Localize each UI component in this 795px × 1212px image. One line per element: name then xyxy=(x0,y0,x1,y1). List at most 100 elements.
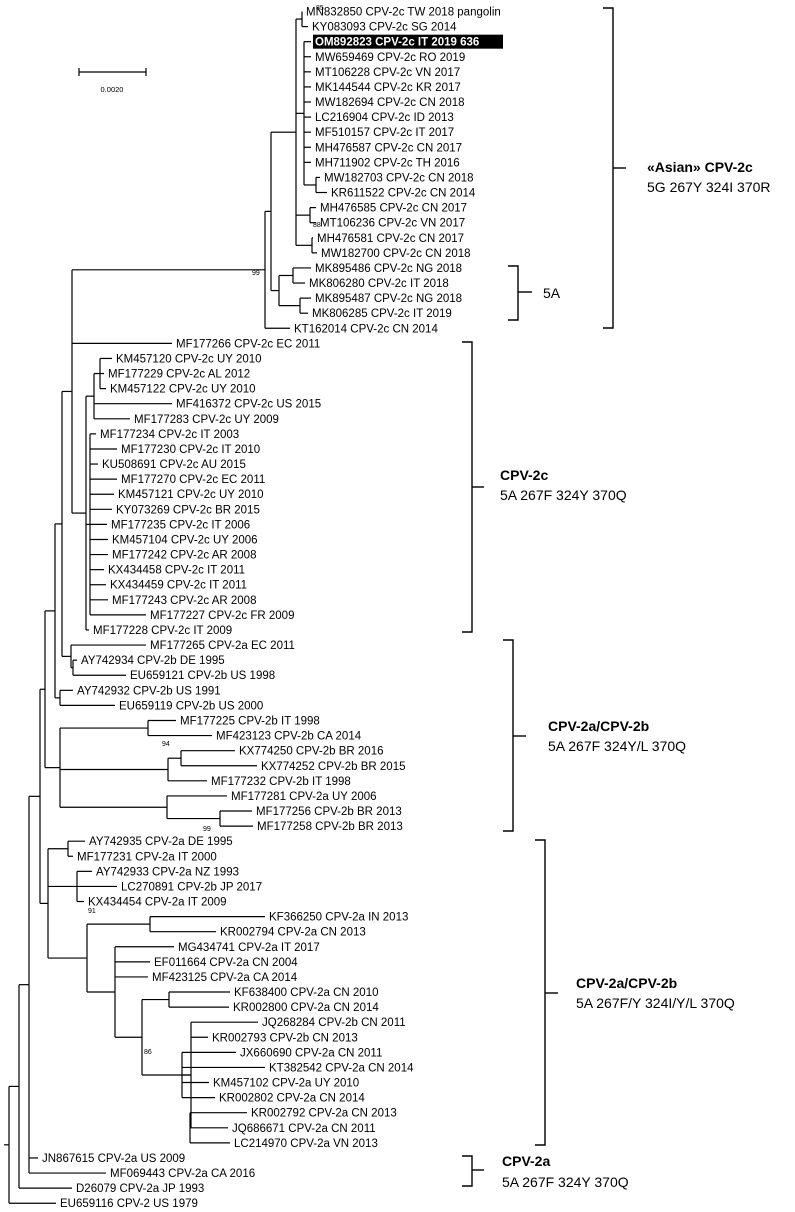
leaf-label: EU659116 CPV-2 US 1979 xyxy=(60,1198,198,1210)
leaf-label: MF069443 CPV-2a CA 2016 xyxy=(110,1168,255,1180)
bracket-cpv2c xyxy=(462,341,473,633)
leaf-label: KT162014 CPV-2c CN 2014 xyxy=(294,323,438,335)
leaf-label: OM892823 CPV-2c IT 2019 636 xyxy=(315,37,479,49)
leaf-label: KY083093 CPV-2c SG 2014 xyxy=(312,22,457,34)
leaf-label: MF177227 CPV-2c FR 2009 xyxy=(150,610,294,622)
bootstrap-value: 88 xyxy=(313,222,321,229)
clade-name-cpv2a-2b-1: CPV-2a/CPV-2b xyxy=(548,718,649,734)
leaf-label: KR611522 CPV-2c CN 2014 xyxy=(331,188,476,200)
leaf-label: KX774250 CPV-2b BR 2016 xyxy=(239,746,384,758)
leaf-label: LC270891 CPV-2b JP 2017 xyxy=(121,881,262,893)
leaf-label: MF177270 CPV-2c EC 2011 xyxy=(121,474,265,486)
bracket-cpv2a-2b-2 xyxy=(535,839,546,1146)
leaf-label: KR002793 CPV-2b CN 2013 xyxy=(212,1032,358,1044)
leaf-label: MG434741 CPV-2a IT 2017 xyxy=(178,942,320,954)
clade-desc-cpv2c: 5A 267F 324Y 370Q xyxy=(500,487,627,503)
clade-name-cpv2a: CPV-2a xyxy=(502,1153,550,1169)
leaf-label: MH711902 CPV-2c TH 2016 xyxy=(315,157,460,169)
leaf-label: MF177231 CPV-2a IT 2000 xyxy=(77,851,217,863)
leaf-label: MF177242 CPV-2c AR 2008 xyxy=(112,550,256,562)
leaf-label: MF177266 CPV-2c EC 2011 xyxy=(176,338,320,350)
leaf-label: EU659119 CPV-2b US 2000 xyxy=(119,700,263,712)
leaf-label: KR002800 CPV-2a CN 2014 xyxy=(233,1002,379,1014)
leaf-label: MF423123 CPV-2b CA 2014 xyxy=(216,731,362,743)
leaf-label: KR002802 CPV-2a CN 2014 xyxy=(219,1093,365,1105)
leaf-label: JQ686671 CPV-2a CN 2011 xyxy=(232,1123,376,1135)
clade-name-asian-cpv2c: «Asian» CPV-2c xyxy=(647,159,753,175)
leaf-label: MH476581 CPV-2c CN 2017 xyxy=(317,233,464,245)
leaf-label: JN867615 CPV-2a US 2009 xyxy=(42,1153,185,1165)
leaf-label: AY742935 CPV-2a DE 1995 xyxy=(89,836,233,848)
clade-desc-asian-cpv2c: 5G 267Y 324I 370R xyxy=(647,179,771,195)
leaf-label: MF177225 CPV-2b IT 1998 xyxy=(180,715,320,727)
leaf-label: KM457120 CPV-2c UY 2010 xyxy=(116,353,262,365)
bracket-5a xyxy=(508,265,519,321)
leaf-label: AY742932 CPV-2b US 1991 xyxy=(77,685,221,697)
leaf-label: MF177230 CPV-2c IT 2010 xyxy=(121,444,260,456)
leaf-label: KX434458 CPV-2c IT 2011 xyxy=(108,565,245,577)
leaf-label: KY073269 CPV-2c BR 2015 xyxy=(116,504,260,516)
leaf-label: MF177243 CPV-2c AR 2008 xyxy=(112,595,256,607)
leaf-label: MW182694 CPV-2c CN 2018 xyxy=(315,97,465,109)
scale-bar-label: 0.0020 xyxy=(101,85,124,94)
leaf-label: EU659121 CPV-2b US 1998 xyxy=(130,670,275,682)
leaf-label: KU508691 CPV-2c AU 2015 xyxy=(102,459,246,471)
leaf-label: MK895486 CPV-2c NG 2018 xyxy=(315,263,462,275)
leaf-label: EF011664 CPV-2a CN 2004 xyxy=(154,957,298,969)
highlight-box xyxy=(313,34,503,49)
bootstrap-value: 99 xyxy=(252,270,260,277)
clade-desc-cpv2a-2b-2: 5A 267F/Y 324I/Y/L 370Q xyxy=(576,995,735,1011)
leaf-label: KX774252 CPV-2b BR 2015 xyxy=(261,761,406,773)
leaf-label: MF177281 CPV-2a UY 2006 xyxy=(231,791,377,803)
leaf-label: KR002792 CPV-2a CN 2013 xyxy=(251,1108,397,1120)
leaf-label: MF510157 CPV-2c IT 2017 xyxy=(315,127,454,139)
leaf-label: MK895487 CPV-2c NG 2018 xyxy=(315,293,462,305)
leaf-label: D26079 CPV-2a JP 1993 xyxy=(76,1183,204,1195)
subclade-label-5a: 5A xyxy=(543,285,561,301)
leaf-label: KM457121 CPV-2c UY 2010 xyxy=(118,489,264,501)
leaf-label: MF177235 CPV-2c IT 2006 xyxy=(111,519,250,531)
scale-bar: 0.0020 xyxy=(78,68,147,94)
bootstrap-value: 99 xyxy=(203,826,211,833)
leaf-label: MH476587 CPV-2c CN 2017 xyxy=(315,142,462,154)
leaf-label: MW659469 CPV-2c RO 2019 xyxy=(315,52,465,64)
leaf-label: KM457104 CPV-2c UY 2006 xyxy=(112,534,258,546)
leaf-label: AY742934 CPV-2b DE 1995 xyxy=(81,655,225,667)
leaf-label: MF177256 CPV-2b BR 2013 xyxy=(256,806,402,818)
leaf-label: MN832850 CPV-2c TW 2018 pangolin xyxy=(306,7,501,19)
leaf-label: KX434459 CPV-2c IT 2011 xyxy=(110,580,247,592)
bootstrap-value: 91 xyxy=(88,908,96,915)
clade-brackets: «Asian» CPV-2c 5G 267Y 324I 370R 5A CPV-… xyxy=(462,7,771,1190)
leaf-label: AY742933 CPV-2a NZ 1993 xyxy=(96,866,239,878)
leaf-label: MK806285 CPV-2c IT 2019 xyxy=(312,308,452,320)
clade-desc-cpv2a: 5A 267F 324Y 370Q xyxy=(502,1174,629,1190)
leaf-label: LC216904 CPV-2c ID 2013 xyxy=(315,112,454,124)
leaf-label: MF177283 CPV-2c UY 2009 xyxy=(134,414,279,426)
leaf-label: MW182700 CPV-2c CN 2018 xyxy=(321,248,471,260)
leaf-label: KF638400 CPV-2a CN 2010 xyxy=(234,987,378,999)
leaf-label: MF423125 CPV-2a CA 2014 xyxy=(152,972,298,984)
bracket-cpv2a xyxy=(462,1155,473,1187)
leaf-label: KX434454 CPV-2a IT 2009 xyxy=(88,897,227,909)
leaf-label: MF177234 CPV-2c IT 2003 xyxy=(100,429,239,441)
bracket-cpv2a-2b-1 xyxy=(503,639,514,832)
leaf-label: MF177232 CPV-2b IT 1998 xyxy=(211,776,351,788)
leaf-label: KR002794 CPV-2a CN 2013 xyxy=(220,927,366,939)
leaf-label: KT382542 CPV-2a CN 2014 xyxy=(269,1062,414,1074)
leaf-label: MF416372 CPV-2c US 2015 xyxy=(176,399,321,411)
leaf-label: MF177228 CPV-2c IT 2009 xyxy=(93,625,232,637)
leaf-label: KM457102 CPV-2a UY 2010 xyxy=(213,1078,359,1090)
tree-branches xyxy=(4,11,327,1204)
leaf-label: MK144544 CPV-2c KR 2017 xyxy=(315,82,461,94)
bracket-asian-cpv2c xyxy=(603,7,614,329)
leaf-label: MT106236 CPV-2c VN 2017 xyxy=(320,218,465,230)
leaf-label: KM457122 CPV-2c UY 2010 xyxy=(110,384,256,396)
leaf-label: MF177258 CPV-2b BR 2013 xyxy=(257,821,403,833)
leaf-labels: MN832850 CPV-2c TW 2018 pangolinKY083093… xyxy=(42,7,501,1211)
bootstrap-value: 85 xyxy=(316,5,324,12)
clade-name-cpv2a-2b-2: CPV-2a/CPV-2b xyxy=(576,975,677,991)
leaf-label: LC214970 CPV-2a VN 2013 xyxy=(234,1138,378,1150)
leaf-label: MW182703 CPV-2c CN 2018 xyxy=(324,172,474,184)
